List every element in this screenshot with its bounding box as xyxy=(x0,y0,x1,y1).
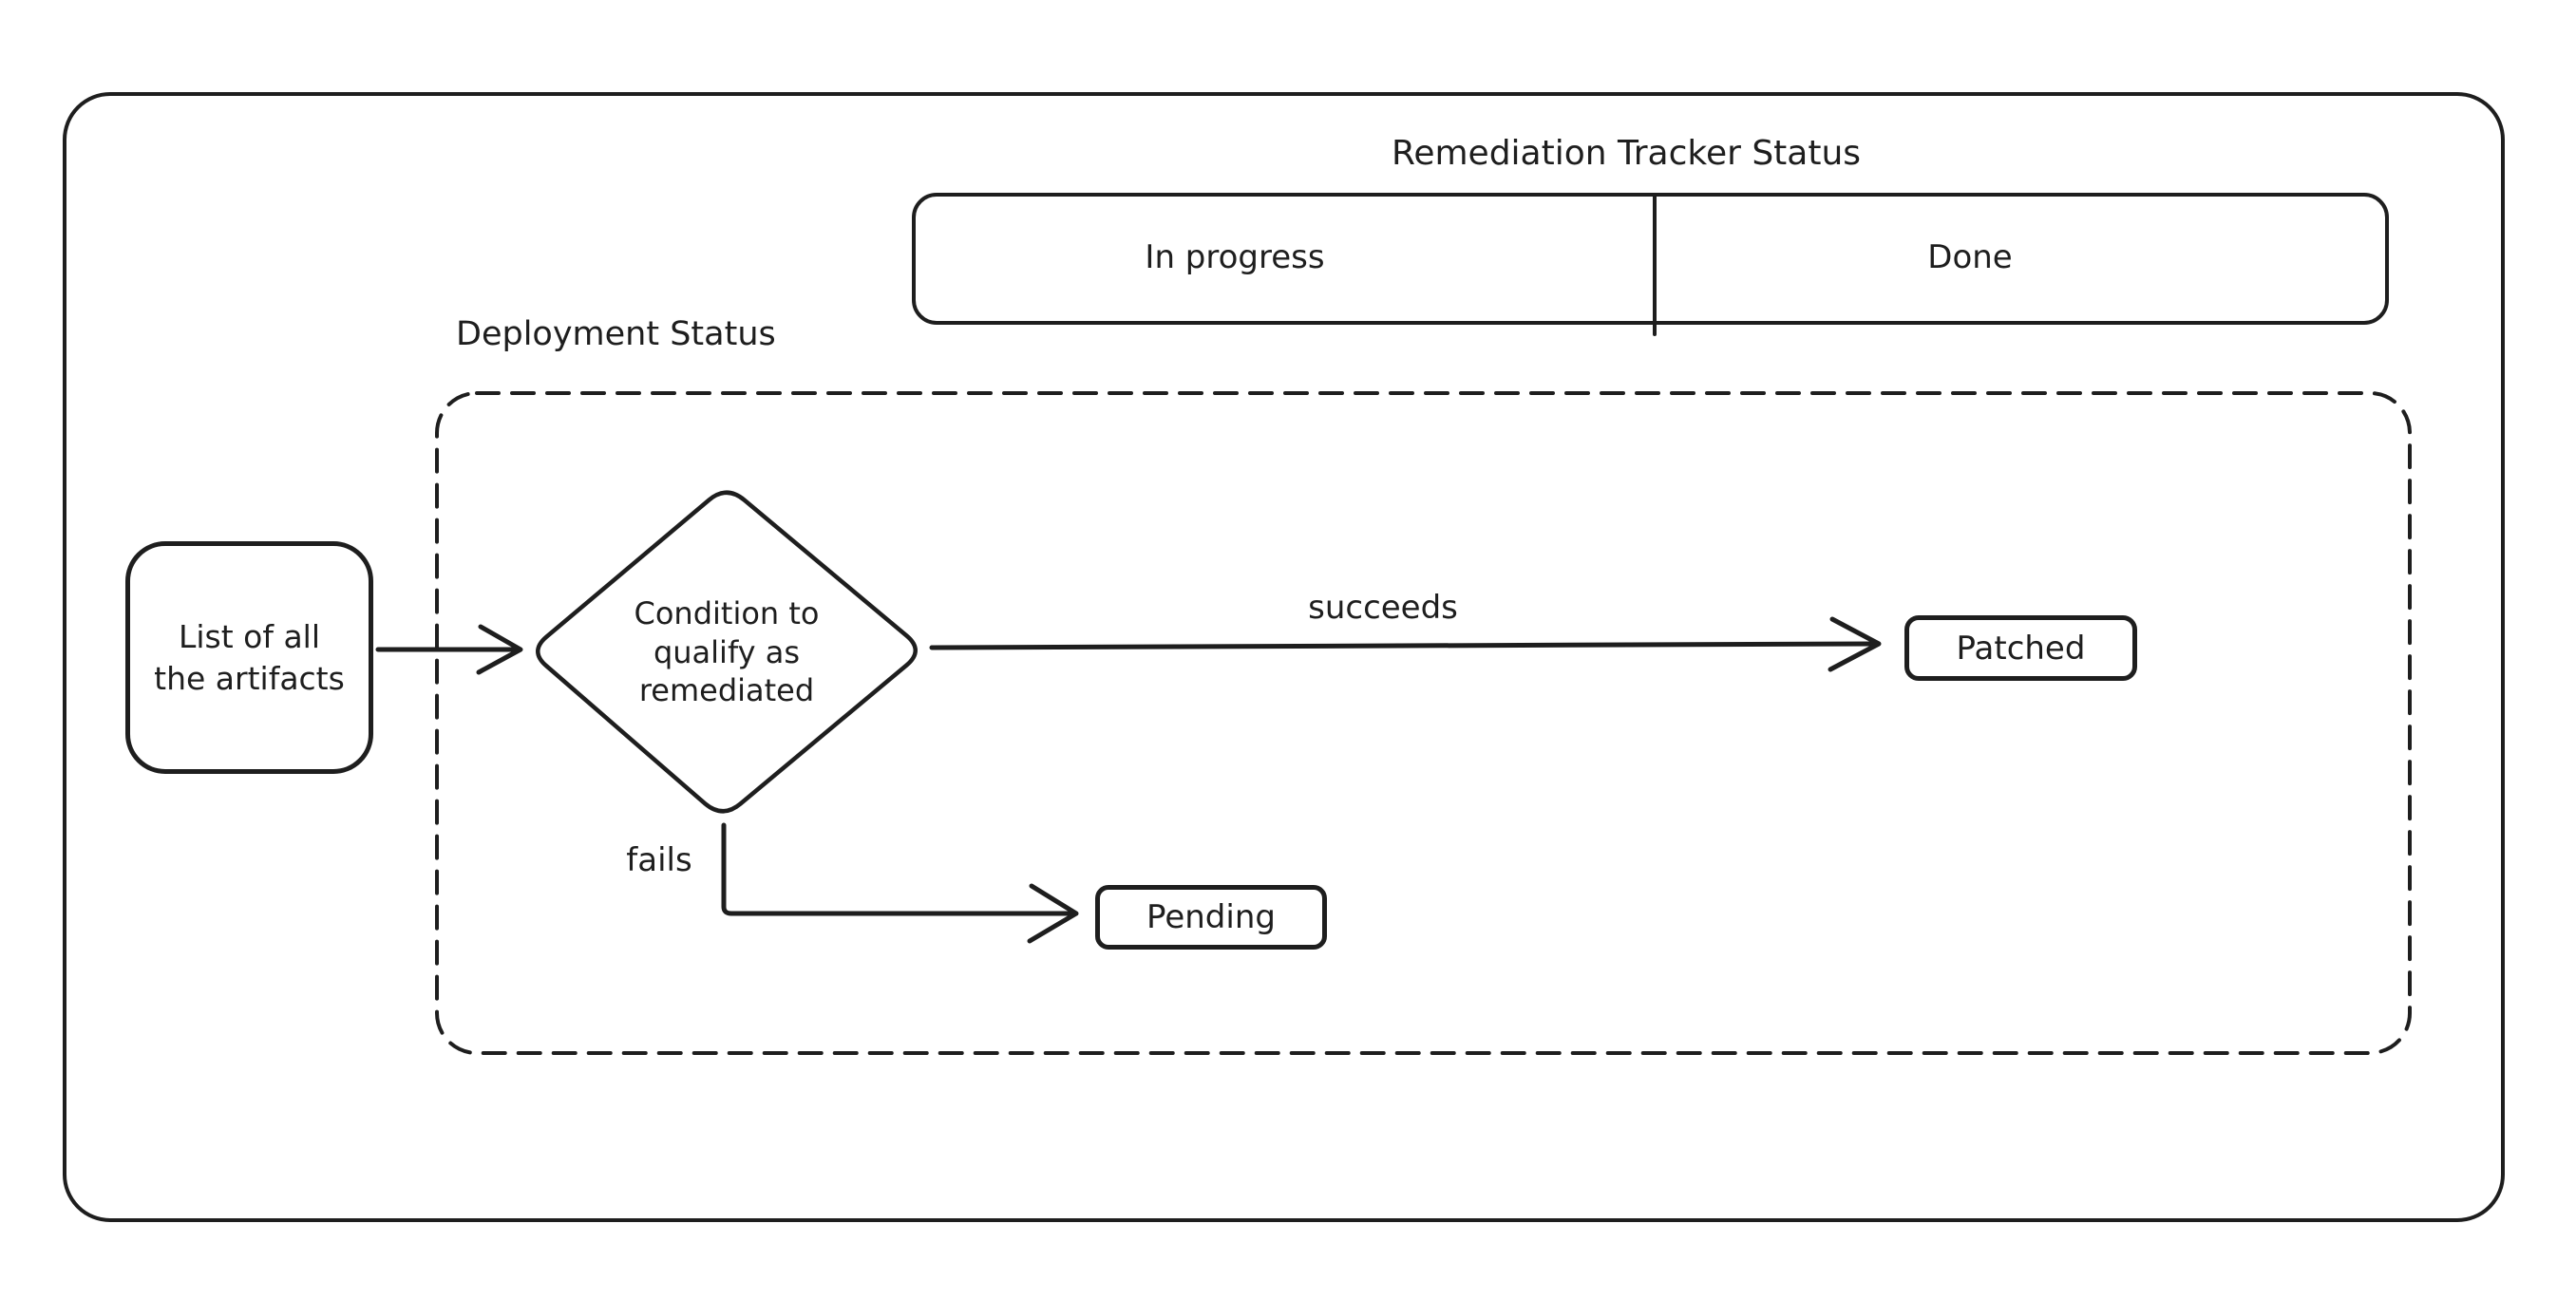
condition-diamond xyxy=(536,490,918,814)
artifacts-node: List of all the artifacts xyxy=(125,541,373,774)
tracker-cell-in-progress: In progress xyxy=(1145,238,1325,276)
condition-label: Condition to qualify as remediated xyxy=(634,595,820,709)
artifacts-label: List of all the artifacts xyxy=(154,617,345,697)
condition-diamond-outline xyxy=(536,490,918,814)
diagram-title: Remediation Tracker Status xyxy=(1391,134,1862,173)
tracker-bar xyxy=(912,193,2389,325)
outer-frame xyxy=(63,92,2505,1222)
tracker-cell-done: Done xyxy=(1927,238,2013,276)
tracker-divider xyxy=(1653,194,1657,336)
deployment-status-label: Deployment Status xyxy=(456,315,776,353)
patched-label: Patched xyxy=(1956,629,2086,668)
pending-node: Pending xyxy=(1095,885,1327,950)
patched-node: Patched xyxy=(1904,615,2137,681)
fails-label: fails xyxy=(626,841,692,879)
succeeds-label: succeeds xyxy=(1308,589,1458,627)
pending-label: Pending xyxy=(1146,898,1276,936)
